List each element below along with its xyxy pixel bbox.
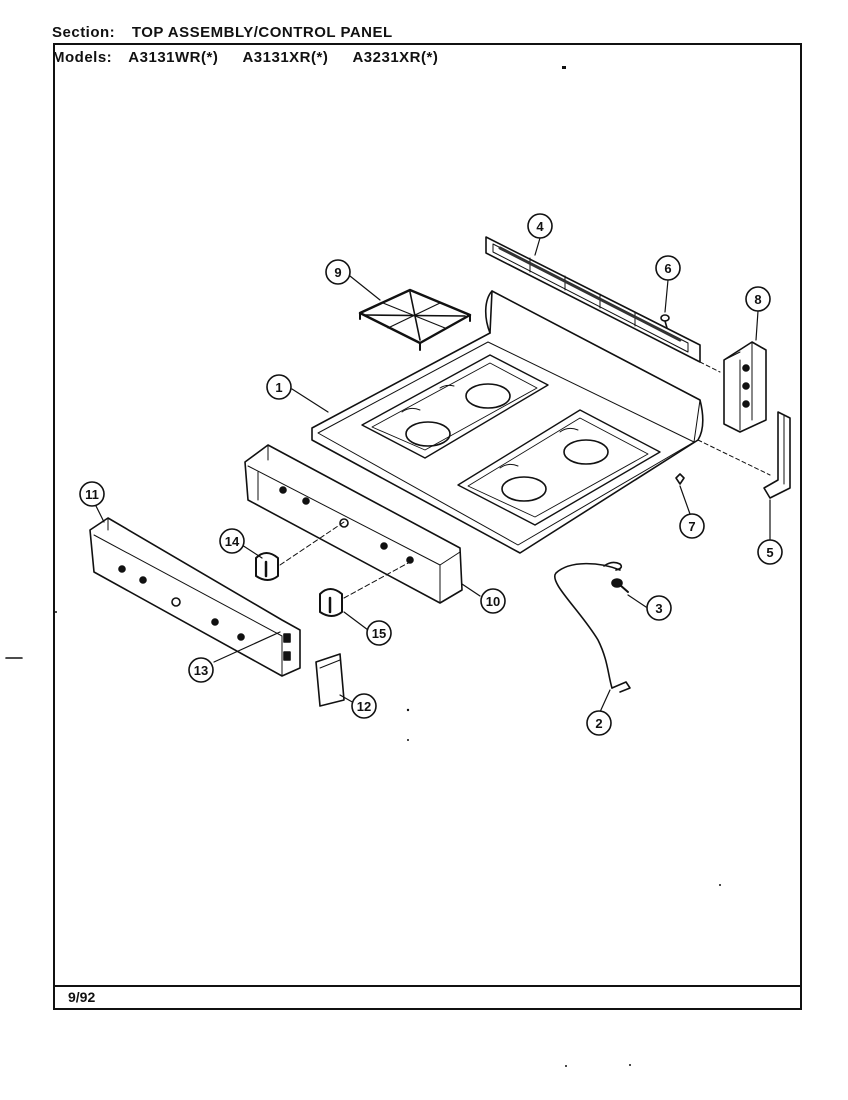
- panel-badge: [315, 653, 345, 707]
- callout-9: 9: [325, 259, 351, 285]
- footer-date: 9/92: [68, 989, 96, 1005]
- callout-number: 10: [486, 594, 500, 609]
- control-knob: [319, 561, 411, 617]
- screw: [611, 578, 629, 593]
- side-bracket: [763, 411, 791, 499]
- callout-number: 8: [754, 292, 761, 307]
- leader-lines: [95, 237, 771, 713]
- section-title: TOP ASSEMBLY/CONTROL PANEL: [131, 24, 393, 41]
- section-label: Section:: [52, 24, 116, 41]
- callout-7: 7: [679, 513, 705, 539]
- model-number: A3231XR(*): [352, 49, 439, 66]
- models-heading: Models: A3131WR(*) A3131XR(*) A3231XR(*): [52, 49, 458, 66]
- rear-vent-trim: [485, 236, 721, 373]
- burner-grate: [358, 288, 472, 351]
- models-label: Models:: [52, 49, 113, 66]
- callout-13: 13: [188, 657, 214, 683]
- callout-1: 1: [266, 374, 292, 400]
- callout-number: 3: [655, 601, 662, 616]
- callout-12: 12: [351, 693, 377, 719]
- callout-11: 11: [79, 481, 105, 507]
- callout-15: 15: [366, 620, 392, 646]
- callout-number: 12: [357, 699, 371, 714]
- callout-number: 4: [536, 219, 544, 234]
- callout-number: 6: [664, 261, 671, 276]
- callout-number: 13: [194, 663, 208, 678]
- callout-8: 8: [745, 286, 771, 312]
- control-panel: [89, 517, 301, 677]
- callout-number: 15: [372, 626, 386, 641]
- stray-mark: [55, 611, 721, 1067]
- callout-number: 11: [85, 487, 99, 502]
- footer-divider: [53, 985, 802, 987]
- callout-5: 5: [757, 539, 783, 565]
- hinge-bracket: [723, 341, 767, 433]
- callout-number: 14: [225, 534, 240, 549]
- callout-number: 5: [766, 545, 773, 560]
- retaining-clip: [675, 473, 685, 485]
- manifold-panel: [244, 444, 463, 604]
- callout-number: 2: [595, 716, 602, 731]
- callout-number: 1: [275, 380, 282, 395]
- model-number: A3131XR(*): [242, 49, 329, 66]
- callout-14: 14: [219, 528, 245, 554]
- callout-number: 7: [688, 519, 695, 534]
- section-heading: Section: TOP ASSEMBLY/CONTROL PANEL: [52, 24, 393, 41]
- stray-mark: [562, 66, 566, 69]
- callout-number: 9: [334, 265, 341, 280]
- mounting-screw: [660, 314, 670, 329]
- callout-6: 6: [655, 255, 681, 281]
- callout-2: 2: [586, 710, 612, 736]
- model-number: A3131WR(*): [128, 49, 219, 66]
- igniter-wire: [553, 561, 631, 693]
- callout-10: 10: [480, 588, 506, 614]
- control-knob: [255, 521, 345, 581]
- cooktop-main-top: [311, 290, 771, 554]
- callout-3: 3: [646, 595, 672, 621]
- diagram-frame: [53, 43, 802, 1010]
- callout-4: 4: [527, 213, 553, 239]
